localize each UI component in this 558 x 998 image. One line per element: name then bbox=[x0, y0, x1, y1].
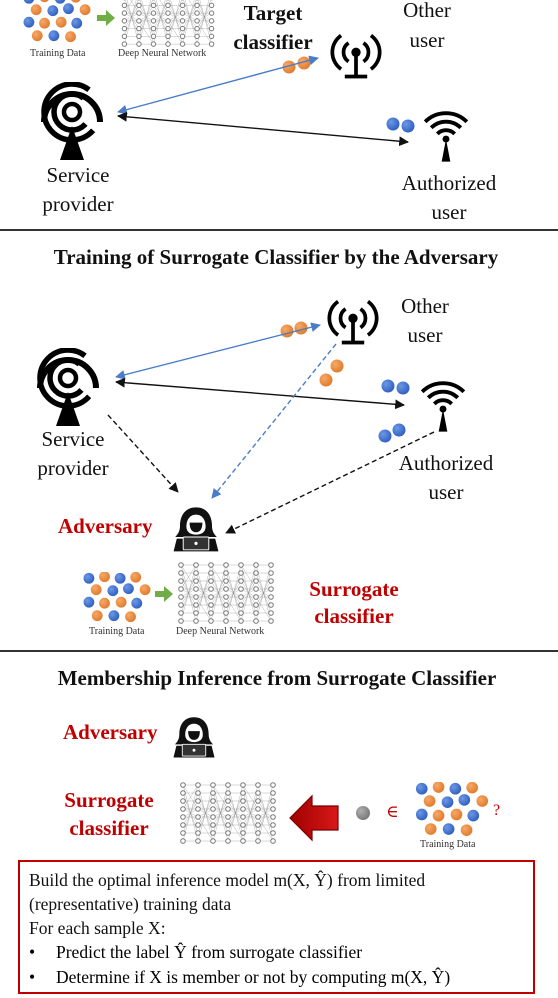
orange-data-dot bbox=[280, 324, 294, 338]
training-data-caption: Training Data bbox=[30, 48, 86, 59]
section-divider bbox=[0, 229, 558, 231]
dashed-eavesdrop-arrow bbox=[225, 431, 435, 534]
surrogate-classifier-label-1: Surrogate bbox=[309, 577, 399, 601]
description-line-2: (representative) training data bbox=[29, 894, 232, 914]
training-data-caption: Training Data bbox=[420, 839, 476, 850]
authorized-user-antenna-icon bbox=[422, 383, 464, 431]
authorized-user-label-2: user bbox=[431, 200, 467, 224]
other-user-label-1: Other bbox=[401, 294, 449, 318]
neural-network-icon bbox=[121, 0, 215, 47]
section-title-training: Training of Surrogate Classifier by the … bbox=[53, 245, 499, 269]
blue-data-dot bbox=[392, 423, 406, 437]
authorized-user-label-2: user bbox=[428, 480, 464, 504]
surrogate-classifier-label-2: classifier bbox=[69, 816, 149, 840]
section-divider bbox=[0, 650, 558, 652]
surrogate-classifier-label-1: Surrogate bbox=[64, 788, 154, 812]
training-data-cluster bbox=[415, 782, 489, 836]
service-provider-label-1: Service bbox=[46, 163, 110, 187]
authorized-user-label-1: Authorized bbox=[401, 171, 497, 195]
neural-network-caption: Deep Neural Network bbox=[118, 48, 207, 59]
green-arrow-icon bbox=[97, 10, 115, 26]
other-user-label-2: user bbox=[409, 28, 445, 52]
hooded-hacker-icon bbox=[173, 506, 219, 552]
service-provider-tower-icon bbox=[40, 350, 96, 426]
element-of-symbol: ∈ bbox=[386, 802, 399, 821]
blue-data-dot bbox=[378, 429, 392, 443]
blue-data-dot bbox=[401, 119, 415, 133]
training-data-cluster bbox=[23, 0, 91, 43]
neural-network-icon bbox=[178, 562, 274, 624]
blue-data-dot bbox=[381, 379, 395, 393]
other-user-label-2: user bbox=[407, 323, 443, 347]
neural-network-icon bbox=[180, 782, 276, 844]
bullet-mark: • bbox=[29, 967, 36, 987]
training-data-caption: Training Data bbox=[89, 626, 145, 637]
bullet-mark: • bbox=[29, 942, 36, 962]
adversary-label: Adversary bbox=[58, 514, 153, 538]
authorized-user-antenna-icon bbox=[425, 113, 467, 161]
dashed-eavesdrop-arrow bbox=[211, 343, 337, 499]
authorized-user-label-1: Authorized bbox=[398, 451, 494, 475]
description-bullet-2: Determine if X is member or not by compu… bbox=[56, 967, 451, 987]
neural-network-caption: Deep Neural Network bbox=[176, 626, 265, 637]
target-classifier-label-1: Target bbox=[243, 1, 303, 25]
question-mark: ? bbox=[493, 802, 501, 819]
black-link-arrow bbox=[117, 111, 409, 147]
target-classifier-label-2: classifier bbox=[233, 30, 313, 54]
blue-data-dot bbox=[396, 381, 410, 395]
dashed-eavesdrop-arrow bbox=[107, 414, 179, 493]
red-arrow-icon bbox=[289, 794, 339, 842]
training-data-cluster bbox=[83, 572, 151, 623]
other-user-label-1: Other bbox=[403, 0, 451, 22]
hooded-hacker-icon bbox=[173, 716, 215, 758]
blue-link-arrow bbox=[115, 322, 321, 380]
blue-link-arrow bbox=[117, 55, 319, 115]
service-provider-tower-icon bbox=[44, 84, 100, 160]
service-provider-label-2: provider bbox=[42, 192, 114, 216]
description-bullet-1: Predict the label Ŷ from surrogate class… bbox=[56, 942, 363, 962]
other-user-antenna-icon bbox=[327, 299, 379, 347]
blue-data-dot bbox=[386, 117, 400, 131]
service-provider-label-1: Service bbox=[41, 427, 105, 451]
orange-data-dot bbox=[319, 373, 333, 387]
orange-data-dot bbox=[330, 359, 344, 373]
surrogate-classifier-label-2: classifier bbox=[314, 604, 394, 628]
black-link-arrow bbox=[115, 377, 405, 410]
description-line-1: Build the optimal inference model m(X, Ŷ… bbox=[29, 870, 426, 890]
inference-description-box: Build the optimal inference model m(X, Ŷ… bbox=[18, 860, 535, 994]
section-title-membership: Membership Inference from Surrogate Clas… bbox=[57, 666, 497, 690]
gray-sample-dot bbox=[356, 806, 370, 820]
other-user-antenna-icon bbox=[330, 33, 382, 81]
service-provider-label-2: provider bbox=[37, 456, 109, 480]
green-arrow-icon bbox=[155, 586, 173, 602]
description-line-3: For each sample X: bbox=[29, 918, 166, 938]
adversary-label: Adversary bbox=[63, 720, 158, 744]
